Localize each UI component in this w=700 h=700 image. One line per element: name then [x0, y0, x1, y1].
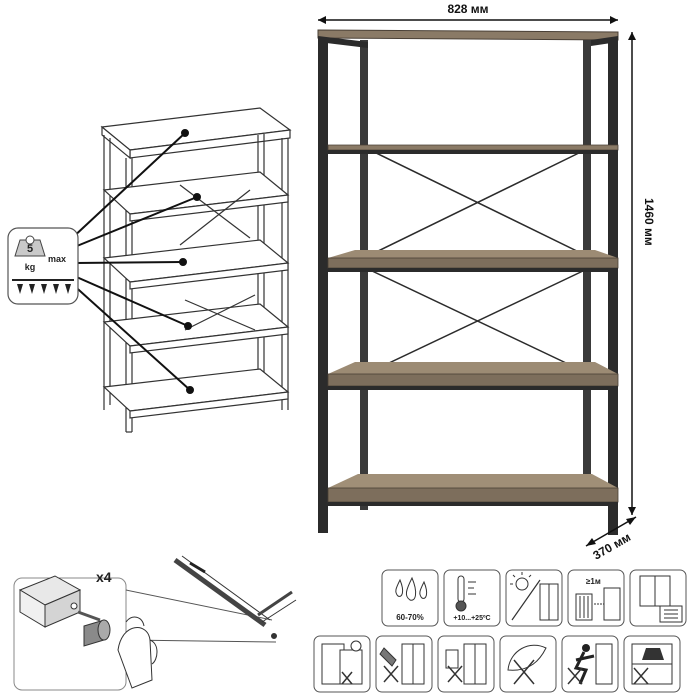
max-label: max — [48, 254, 66, 264]
load-leader-lines — [69, 129, 201, 394]
temperature-label: +10...+25ºC — [453, 615, 490, 622]
down-arrows-icon — [17, 284, 71, 294]
heater-distance-icon: ≥1м — [567, 569, 625, 627]
no-climbing-icon — [561, 635, 619, 693]
no-sunlight-icon — [505, 569, 563, 627]
shelf-line-drawing — [100, 107, 292, 433]
no-abrasive-icon — [375, 635, 433, 693]
humidity-icon: 60-70% — [381, 569, 439, 627]
care-icons: 60-70% +10...+25ºC ≥1м — [313, 569, 687, 693]
no-heavy-objects-icon — [623, 635, 681, 693]
hardware-quantity: x4 — [96, 569, 112, 585]
height-dimension: 1460 мм — [628, 32, 656, 515]
assembly-hand-detail — [117, 555, 297, 689]
weight-value: 5 — [27, 243, 33, 255]
height-label: 1460 мм — [642, 198, 656, 246]
distance-label: ≥1м — [586, 577, 601, 586]
shelf-render — [317, 29, 619, 535]
max-load-icon: 5 kg max — [7, 227, 79, 305]
no-spray-icon — [437, 635, 495, 693]
width-dimension: 828 мм — [318, 2, 618, 24]
temperature-icon: +10...+25ºC — [443, 569, 501, 627]
width-label: 828 мм — [447, 2, 488, 16]
weight-unit: kg — [25, 262, 36, 272]
humidity-label: 60-70% — [396, 613, 424, 622]
no-rough-sponge-icon — [499, 635, 557, 693]
no-wet-cleaning-icon — [313, 635, 371, 693]
window-icon — [629, 569, 687, 627]
screw-icon — [77, 610, 111, 647]
